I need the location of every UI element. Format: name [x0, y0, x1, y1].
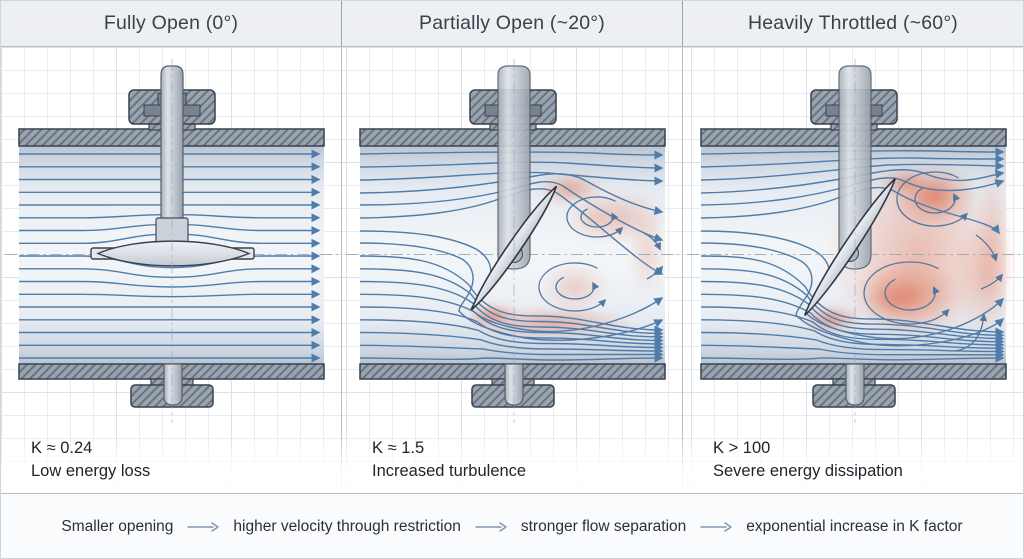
header-partially-open: Partially Open (~20°) [341, 1, 682, 46]
k-description: Increased turbulence [372, 462, 527, 481]
right-arrow-icon [475, 522, 507, 532]
valve-diagram-heavily-throttled [687, 59, 1020, 423]
diagram-band: K ≈ 0.24 Low energy loss [1, 47, 1023, 493]
panel-title: Partially Open (~20°) [419, 12, 605, 34]
k-factor-label: K ≈ 0.24 Low energy loss [31, 437, 150, 483]
caption-step: exponential increase in K factor [746, 518, 963, 535]
valve-diagram-partially-open [346, 59, 679, 423]
k-factor-label: K ≈ 1.5 Increased turbulence [372, 437, 526, 483]
k-value: K ≈ 0.24 [31, 439, 93, 457]
right-arrow-icon [700, 522, 733, 532]
k-description: Low energy loss [31, 462, 151, 481]
caption-step: Smaller opening [61, 518, 174, 535]
caption-strip: Smaller opening higher velocity through … [1, 493, 1023, 558]
header-fully-open: Fully Open (0°) [1, 1, 341, 46]
k-value: K ≈ 1.5 [372, 439, 425, 457]
panel-partially-open: K ≈ 1.5 Increased turbulence [341, 47, 682, 493]
right-arrow-icon [187, 522, 220, 532]
panel-fully-open: K ≈ 0.24 Low energy loss [1, 47, 341, 493]
k-value: K > 100 [713, 439, 771, 457]
header-row: Fully Open (0°) Partially Open (~20°) He… [1, 1, 1023, 47]
panel-title: Heavily Throttled (~60°) [747, 12, 959, 34]
caption-step: stronger flow separation [520, 518, 687, 535]
caption-step: higher velocity through restriction [233, 518, 461, 535]
valve-diagram-fully-open [5, 59, 338, 423]
header-heavily-throttled: Heavily Throttled (~60°) [682, 1, 1023, 46]
panel-heavily-throttled: K > 100 Severe energy dissipation [682, 47, 1023, 493]
k-description: Severe energy dissipation [713, 462, 903, 481]
panel-title: Fully Open (0°) [103, 12, 239, 34]
k-factor-label: K > 100 Severe energy dissipation [713, 437, 903, 483]
